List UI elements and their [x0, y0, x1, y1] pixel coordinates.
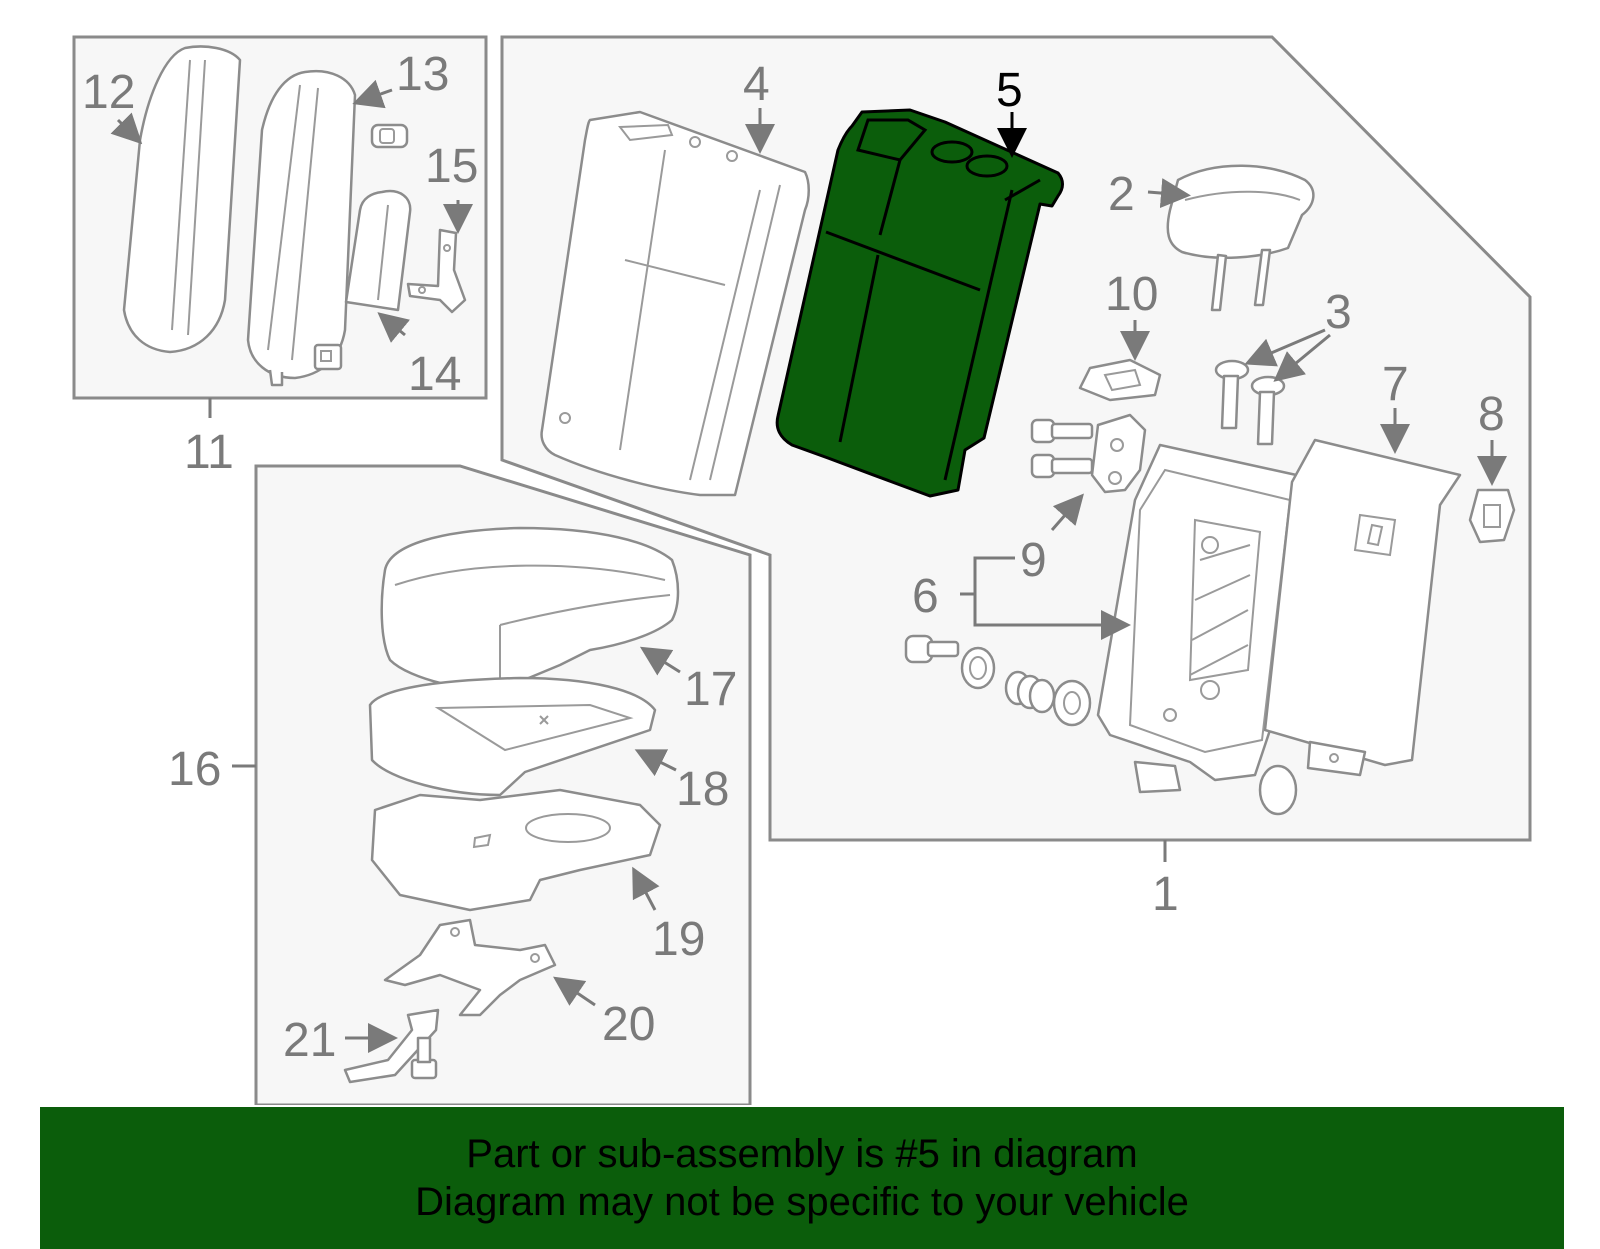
- latch-9: [1090, 413, 1147, 494]
- callout-9: 9: [1020, 534, 1047, 587]
- clip-small: [313, 343, 343, 371]
- release-handle-8: [1468, 488, 1516, 544]
- seat-back-cover-4: [540, 110, 810, 497]
- callout-15: 15: [425, 140, 478, 193]
- callout-3: 3: [1325, 286, 1352, 339]
- callout-6: 6: [912, 570, 939, 623]
- bolt-6: [904, 634, 960, 664]
- bolt-21: [410, 1036, 438, 1080]
- callout-20: 20: [602, 998, 655, 1051]
- banner-line-part: Part or sub-assembly is #5 in diagram: [466, 1132, 1138, 1176]
- parts-diagram: 1 2 3 4 5 6 7 8 9 10 11 12 13 14 15 16 1…: [72, 35, 1532, 1105]
- bracket-15: [406, 228, 467, 314]
- cushion-bracket-21: [343, 1008, 440, 1084]
- bolster-cover-14: [344, 189, 412, 312]
- side-bolster-12: [122, 45, 242, 354]
- callout-7: 7: [1382, 358, 1409, 411]
- washer-6b: [1052, 679, 1092, 727]
- washer-6c: [1258, 764, 1298, 816]
- side-bolster-13: [246, 69, 357, 387]
- back-panel-7: [1263, 438, 1462, 767]
- headrest-2: [1166, 164, 1315, 312]
- clip-6b: [1306, 740, 1367, 777]
- callout-5: 5: [996, 64, 1023, 117]
- clip-6a: [1133, 760, 1182, 794]
- info-banner: Part or sub-assembly is #5 in diagram Di…: [40, 1107, 1564, 1249]
- callout-12: 12: [82, 66, 135, 119]
- callout-18: 18: [676, 763, 729, 816]
- seat-back-pad-5-highlighted: [775, 108, 1064, 498]
- callout-21: 21: [283, 1014, 336, 1067]
- callout-14: 14: [408, 348, 461, 401]
- cushion-frame-19: [370, 788, 662, 912]
- callout-10: 10: [1105, 268, 1158, 321]
- cushion-pad-18: [368, 676, 657, 797]
- clip-13: [370, 123, 409, 149]
- callout-8: 8: [1478, 388, 1505, 441]
- bushing-6: [1004, 670, 1056, 714]
- banner-line-disclaimer: Diagram may not be specific to your vehi…: [415, 1180, 1189, 1224]
- callout-19: 19: [652, 913, 705, 966]
- callout-4: 4: [743, 58, 770, 111]
- callout-16: 16: [168, 743, 221, 796]
- callout-1: 1: [1152, 868, 1179, 921]
- bolt-9b: [1030, 453, 1094, 479]
- callout-13: 13: [396, 48, 449, 101]
- cushion-cover-17: [380, 526, 680, 692]
- cushion-bracket-20: [383, 918, 557, 1017]
- callout-11: 11: [184, 426, 234, 479]
- callout-2: 2: [1108, 168, 1135, 221]
- headrest-guide-3a: [1214, 359, 1250, 430]
- bolt-9a: [1030, 418, 1094, 444]
- callout-17: 17: [684, 663, 737, 716]
- washer-6: [960, 646, 996, 690]
